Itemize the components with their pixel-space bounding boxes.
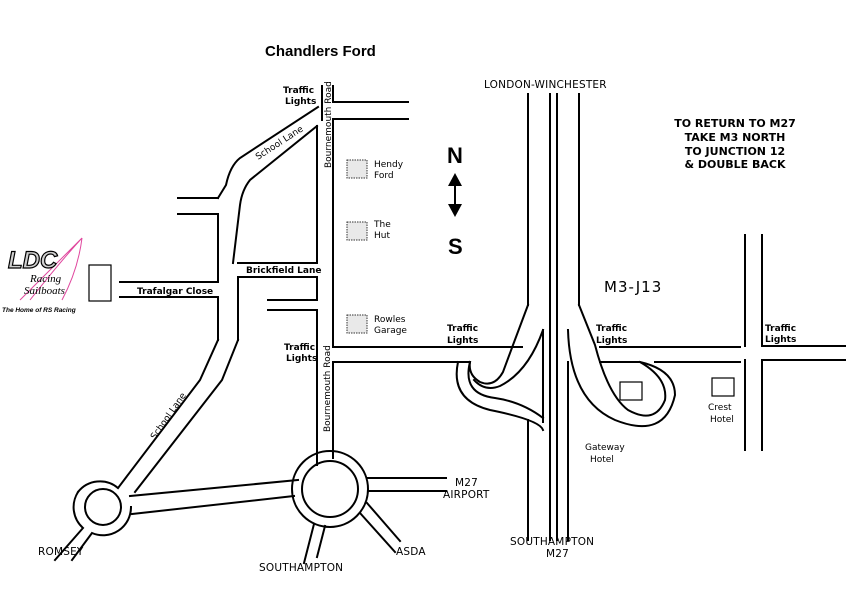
sail-icon bbox=[19, 237, 83, 301]
roundabout-east bbox=[291, 450, 447, 565]
the-hut-label-1: The bbox=[373, 220, 391, 230]
hendy-ford-building bbox=[346, 159, 368, 179]
side-roads bbox=[119, 197, 318, 341]
crest-hotel-label-1: Crest bbox=[708, 403, 732, 413]
logo-line1: Racing bbox=[29, 273, 62, 285]
ldc-building bbox=[88, 264, 112, 302]
hendy-ford-label-2: Ford bbox=[374, 171, 394, 181]
svg-text:TO JUNCTION 12: TO JUNCTION 12 bbox=[685, 145, 785, 158]
gateway-hotel-building bbox=[619, 381, 643, 401]
destination-london-winchester: LONDON-WINCHESTER bbox=[484, 79, 607, 91]
rowles-garage-label-1: Rowles bbox=[374, 315, 406, 325]
logo-line2: Sailboats bbox=[24, 285, 65, 297]
destination-southampton-m27-1: SOUTHAMPTON bbox=[510, 536, 594, 548]
brickfield-lane-label: Brickfield Lane bbox=[246, 266, 321, 276]
traffic-lights-north: Traffic Lights bbox=[283, 86, 316, 107]
svg-text:Lights: Lights bbox=[765, 335, 796, 345]
traffic-lights-m3-east: Traffic Lights bbox=[596, 324, 627, 346]
traffic-lights-bournemouth-south: Traffic Lights bbox=[284, 343, 317, 364]
ldc-logo: LDC Racing Sailboats The Home of RS Raci… bbox=[2, 237, 83, 314]
school-lane bbox=[116, 105, 320, 494]
crest-hotel-label-2: Hotel bbox=[710, 415, 734, 425]
traffic-lights-east: Traffic Lights bbox=[765, 324, 796, 345]
bournemouth-road-label-north: Bournemouth Road bbox=[324, 81, 334, 168]
map-title: Chandlers Ford bbox=[265, 43, 376, 60]
svg-text:Traffic: Traffic bbox=[284, 343, 315, 353]
north-south-arrow-icon bbox=[448, 173, 462, 217]
destination-airport: AIRPORT bbox=[443, 489, 490, 501]
hendy-ford-label-1: Hendy bbox=[374, 160, 404, 170]
destination-asda: ASDA bbox=[396, 546, 426, 558]
junction-label: M3-J13 bbox=[604, 278, 662, 296]
destination-romsey: ROMSEY bbox=[38, 546, 84, 558]
gateway-hotel-label-2: Hotel bbox=[590, 455, 614, 465]
return-instructions: TO RETURN TO M27 TAKE M3 NORTH TO JUNCTI… bbox=[674, 117, 796, 171]
rowles-garage-label-2: Garage bbox=[374, 326, 407, 336]
roundabout-west bbox=[53, 478, 300, 562]
compass-south: S bbox=[448, 234, 463, 259]
compass: N S bbox=[447, 143, 463, 259]
logo-tagline: The Home of RS Racing bbox=[2, 307, 76, 314]
svg-text:& DOUBLE BACK: & DOUBLE BACK bbox=[684, 158, 786, 171]
destination-m27-1: M27 bbox=[455, 477, 478, 489]
m3-motorway bbox=[439, 93, 741, 541]
gateway-hotel-label-1: Gateway bbox=[585, 443, 625, 453]
crest-hotel-building bbox=[711, 377, 735, 397]
svg-text:TAKE M3 NORTH: TAKE M3 NORTH bbox=[685, 131, 786, 144]
logo-brand: LDC bbox=[8, 247, 58, 274]
compass-north: N bbox=[447, 143, 463, 168]
svg-text:Traffic: Traffic bbox=[765, 324, 796, 334]
the-hut-label-2: Hut bbox=[374, 231, 390, 241]
svg-text:TO RETURN TO M27: TO RETURN TO M27 bbox=[674, 117, 796, 130]
bournemouth-road-label-south: Bournemouth Road bbox=[323, 345, 333, 432]
svg-text:Lights: Lights bbox=[285, 97, 316, 107]
destination-southampton-m27-2: M27 bbox=[546, 548, 569, 560]
traffic-lights-m3-west: Traffic Lights bbox=[447, 324, 478, 346]
svg-text:Traffic: Traffic bbox=[596, 324, 627, 334]
school-lane-label-south: School Lane bbox=[149, 391, 189, 442]
the-hut-building bbox=[346, 221, 368, 241]
rowles-garage-building bbox=[346, 314, 368, 334]
destination-southampton: SOUTHAMPTON bbox=[259, 562, 343, 574]
east-crossroad bbox=[744, 234, 846, 451]
trafalgar-close-label: Trafalgar Close bbox=[137, 287, 213, 297]
svg-text:Lights: Lights bbox=[447, 336, 478, 346]
bournemouth-road bbox=[316, 85, 523, 466]
svg-text:Traffic: Traffic bbox=[283, 86, 314, 96]
svg-text:Traffic: Traffic bbox=[447, 324, 478, 334]
svg-text:Lights: Lights bbox=[286, 354, 317, 364]
svg-text:Lights: Lights bbox=[596, 336, 627, 346]
